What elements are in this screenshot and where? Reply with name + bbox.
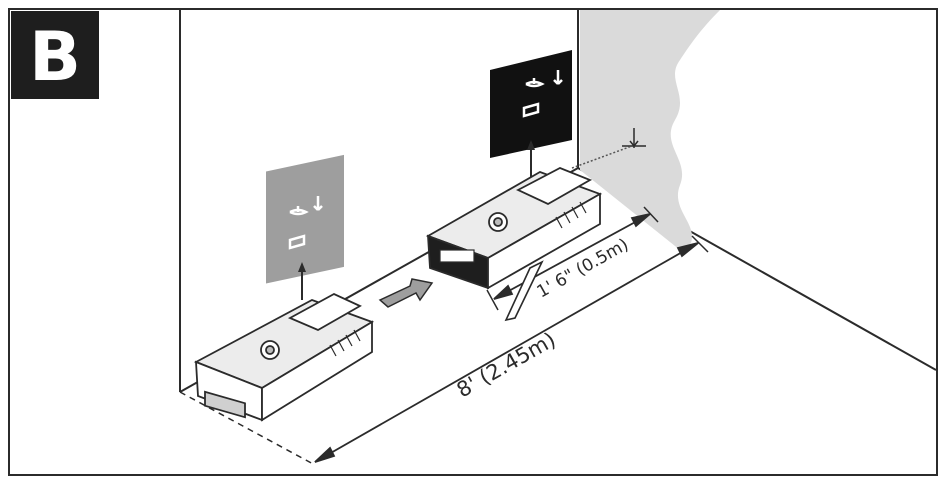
badge-letter: B bbox=[29, 18, 81, 97]
